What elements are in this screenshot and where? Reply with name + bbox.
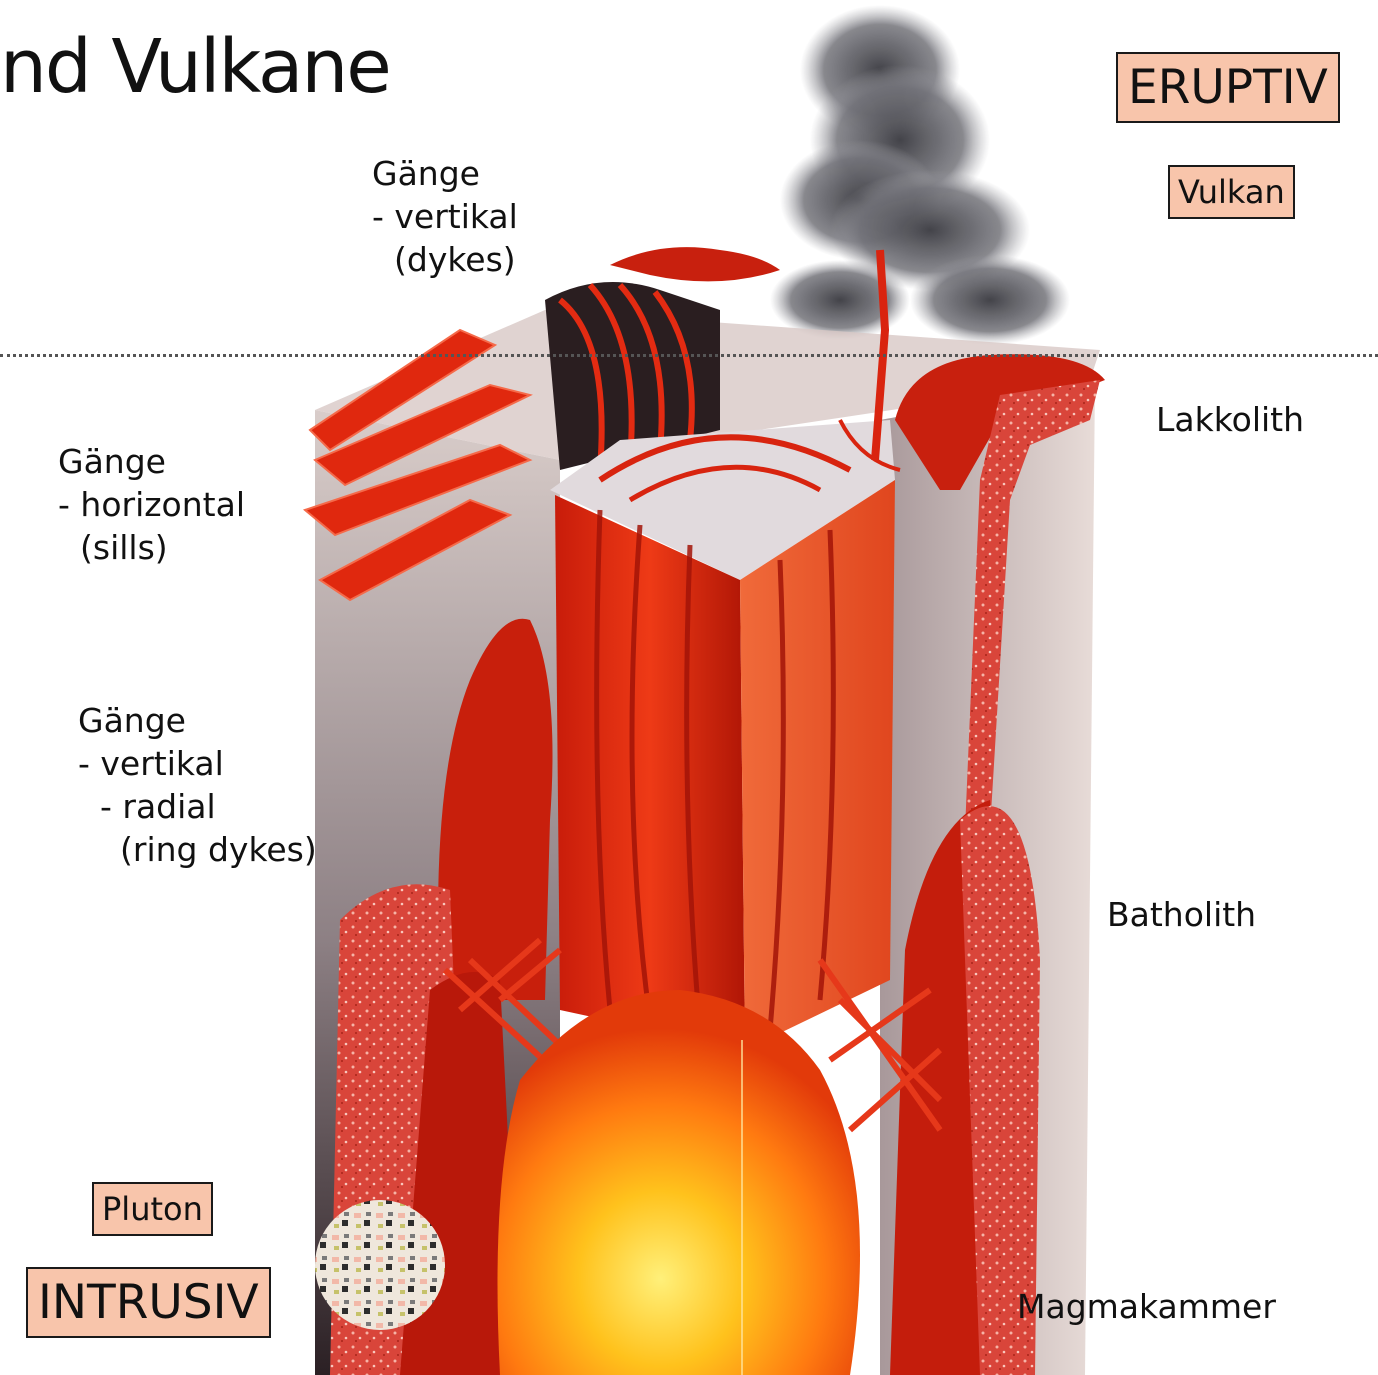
eruptiv-box: ERUPTIV bbox=[1116, 52, 1340, 123]
label-magmakammer: Magmakammer bbox=[1017, 1285, 1276, 1328]
label-batholith: Batholith bbox=[1107, 893, 1256, 936]
intrusiv-box: INTRUSIV bbox=[26, 1267, 271, 1338]
label-line: Gänge bbox=[372, 152, 518, 195]
label-line: Gänge bbox=[78, 699, 317, 742]
surface-line bbox=[0, 354, 1378, 357]
pluton-rock-sample bbox=[315, 1200, 445, 1330]
page-title: nd Vulkane bbox=[0, 30, 390, 104]
vulkan-box: Vulkan bbox=[1168, 165, 1295, 219]
label-sills: Gänge - horizontal (sills) bbox=[58, 440, 245, 569]
label-line: - horizontal bbox=[58, 483, 245, 526]
ash-plume bbox=[770, 5, 1070, 345]
pluton-box: Pluton bbox=[92, 1182, 213, 1236]
label-line: (sills) bbox=[58, 526, 245, 569]
label-line: (ring dykes) bbox=[78, 828, 317, 871]
label-line: - vertikal bbox=[78, 742, 317, 785]
label-line: - radial bbox=[78, 785, 317, 828]
label-lakkolith: Lakkolith bbox=[1156, 398, 1304, 441]
label-line: Gänge bbox=[58, 440, 245, 483]
label-line: (dykes) bbox=[372, 238, 518, 281]
label-dykes-top: Gänge - vertikal (dykes) bbox=[372, 152, 518, 281]
label-ring-dykes: Gänge - vertikal - radial (ring dykes) bbox=[78, 699, 317, 871]
label-line: - vertikal bbox=[372, 195, 518, 238]
